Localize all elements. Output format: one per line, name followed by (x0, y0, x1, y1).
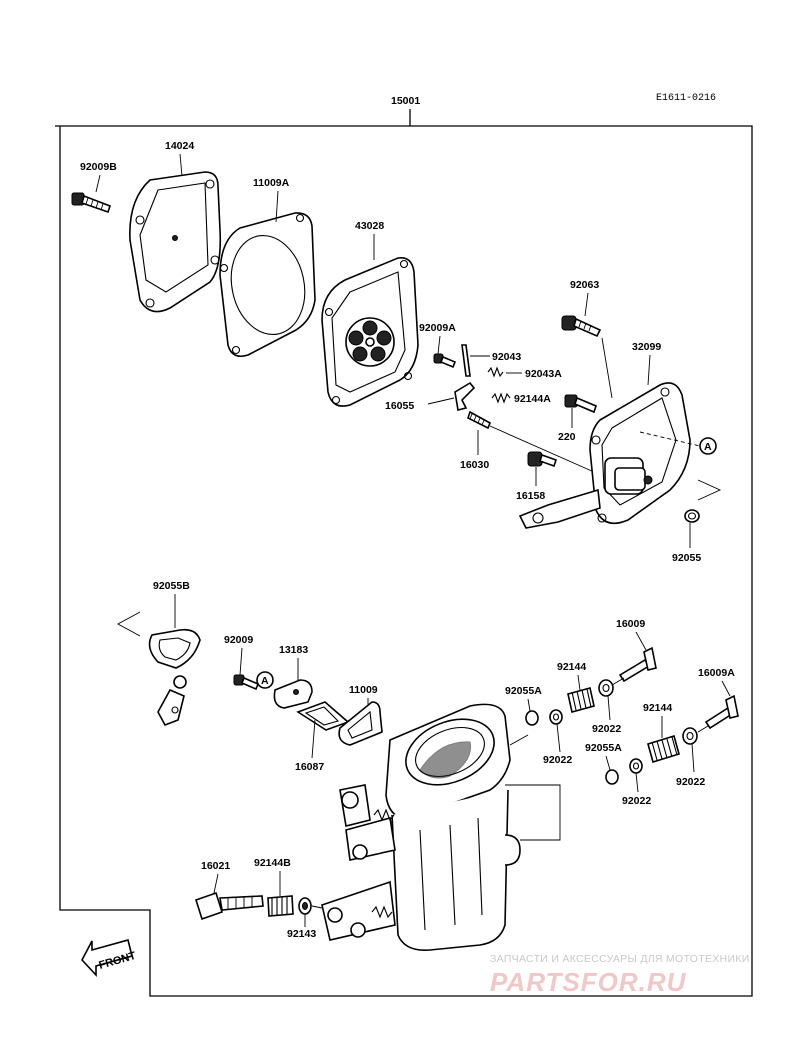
part-92022-washer-4 (682, 727, 698, 745)
part-16055-lever (454, 381, 476, 411)
ref-mark-a-lower: A (256, 671, 274, 689)
ref-mark-a-upper: A (639, 431, 717, 455)
label-92022-2: 92022 (592, 723, 621, 735)
part-13183-plate (273, 679, 313, 709)
label-16021: 16021 (201, 860, 230, 872)
part-carburetor-body (321, 703, 521, 952)
label-92022-3: 92022 (622, 795, 651, 807)
part-92063-screw (561, 315, 602, 338)
label-92055A-1: 92055A (505, 685, 542, 697)
part-92144-spring-2 (647, 734, 680, 764)
label-92143: 92143 (287, 928, 316, 940)
label-16009: 16009 (616, 618, 645, 630)
part-16009A-pilot-screw (697, 694, 739, 733)
part-92022-washer-2 (598, 679, 614, 697)
assembly-frame (55, 109, 753, 997)
label-92144B: 92144B (254, 857, 291, 869)
part-92022-washer-1 (549, 709, 563, 725)
label-92043: 92043 (492, 351, 521, 363)
part-92009B-screw (71, 192, 112, 214)
label-92022-1: 92022 (543, 754, 572, 766)
label-92144A: 92144A (514, 393, 551, 405)
label-92055A-2: 92055A (585, 742, 622, 754)
assembly-label: 15001 (391, 95, 420, 107)
label-13183: 13183 (279, 644, 308, 656)
part-92043A-spring (487, 366, 504, 378)
part-92144A-spring (491, 392, 511, 404)
watermark-line2: PARTSFOR.RU (490, 967, 687, 997)
part-16158-screw (527, 451, 558, 468)
svg-text:A: A (704, 441, 712, 453)
part-92144-spring-1 (567, 687, 595, 713)
part-11009-gasket (338, 701, 383, 746)
label-16009A: 16009A (698, 667, 735, 679)
label-14024: 14024 (165, 140, 194, 152)
label-16158: 16158 (516, 490, 545, 502)
part-220-screw (564, 394, 597, 414)
part-92055-oring (684, 509, 700, 523)
part-43028-diaphragm (321, 256, 419, 407)
label-92009: 92009 (224, 634, 253, 646)
part-16009-pilot-screw (611, 646, 657, 686)
diagram-code: E1611-0216 (656, 93, 716, 104)
svg-text:A: A (261, 675, 269, 687)
part-92055A-oring-2 (605, 769, 619, 785)
label-43028: 43028 (355, 220, 384, 232)
part-16030-needle (467, 410, 492, 430)
label-220: 220 (558, 431, 576, 443)
part-92009-screw (233, 674, 260, 691)
part-92043-pin (461, 344, 471, 377)
part-14024-cover (129, 171, 222, 313)
part-16021-adjuster (195, 891, 264, 921)
part-92144B-spring (267, 895, 294, 917)
label-92063: 92063 (570, 279, 599, 291)
part-11009A-gasket (219, 212, 316, 358)
label-11009A: 11009A (253, 177, 290, 189)
label-92144-1: 92144 (557, 661, 586, 673)
label-92009B: 92009B (80, 161, 117, 173)
label-32099: 32099 (632, 341, 661, 353)
part-92143-collar (298, 897, 312, 915)
part-92009A-screw (433, 353, 457, 369)
label-92043A: 92043A (525, 368, 562, 380)
part-92055A-oring-1 (525, 710, 539, 726)
part-16087-gasket (296, 701, 350, 731)
label-92055B: 92055B (153, 580, 190, 592)
label-11009: 11009 (349, 684, 378, 696)
label-92055: 92055 (672, 552, 701, 564)
label-16055: 16055 (385, 400, 414, 412)
front-arrow: FRONT (81, 939, 138, 978)
label-16030: 16030 (460, 459, 489, 471)
watermark-line1: ЗАПЧАСТИ И АКСЕССУАРЫ ДЛЯ МОТОТЕХНИКИ (490, 953, 750, 965)
part-92022-washer-3 (629, 758, 643, 774)
label-92022-4: 92022 (676, 776, 705, 788)
part-32099-pump-body (518, 382, 691, 529)
label-92009A: 92009A (419, 322, 456, 334)
part-92055B-gasket (117, 611, 201, 726)
label-16087: 16087 (295, 761, 324, 773)
label-92144-2: 92144 (643, 702, 672, 714)
